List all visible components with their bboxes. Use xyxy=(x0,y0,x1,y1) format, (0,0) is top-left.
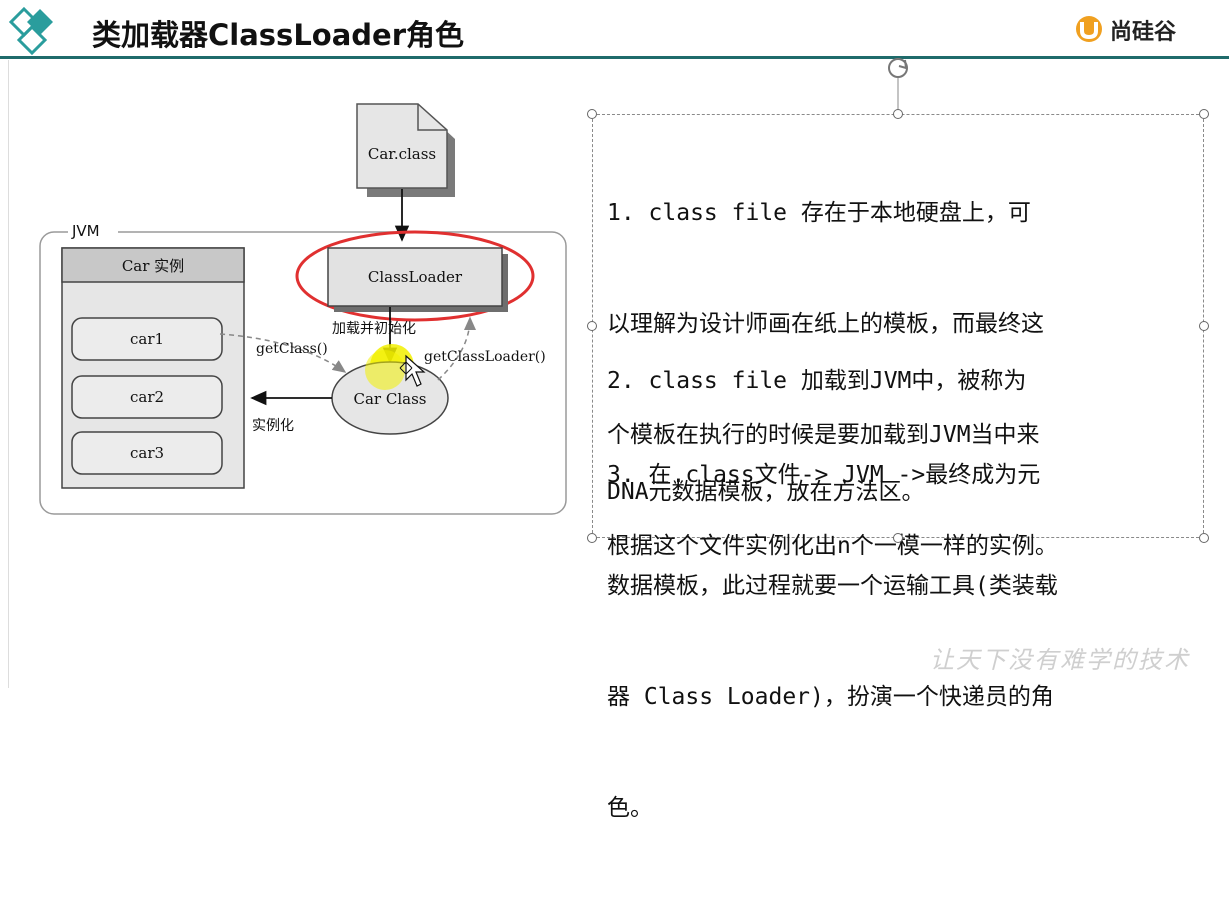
instantiate-label: 实例化 xyxy=(252,418,294,434)
resize-handle-top[interactable] xyxy=(893,109,903,119)
paragraph-2: 2. class file 加载到JVM中，被称为 DNA元数据模板，放在方法区… xyxy=(607,289,1197,585)
resize-handle-bottom[interactable] xyxy=(893,533,903,543)
instance-item: car3 xyxy=(71,431,223,475)
resize-handle-bottom-right[interactable] xyxy=(1199,533,1209,543)
instance-label: car1 xyxy=(130,330,164,348)
watermark: 让天下没有难学的技术 xyxy=(930,646,1190,674)
getclass-label: getClass() xyxy=(256,341,328,357)
getclass-arrow xyxy=(219,333,347,373)
instance-label: car2 xyxy=(130,388,164,406)
getclassloader-arrow xyxy=(437,316,476,381)
car-class-file: Car.class xyxy=(356,103,455,197)
instance-label: car3 xyxy=(130,444,164,462)
p1-line: 个模板在执行的时候是要加载到JVM当中来 xyxy=(607,422,1040,448)
paragraph-1: 1. class file 存在于本地硬盘上，可 以理解为设计师画在纸上的模板，… xyxy=(607,121,1197,639)
resize-handle-left[interactable] xyxy=(587,321,597,331)
header-divider xyxy=(0,56,1229,59)
resize-handle-top-left[interactable] xyxy=(587,109,597,119)
getclassloader-label: getClassLoader() xyxy=(424,349,546,365)
p1-line: 1. class file 存在于本地硬盘上，可 xyxy=(607,200,1031,226)
page-title: 类加载器ClassLoader角色 xyxy=(92,18,465,52)
load-label: 加载并初始化 xyxy=(332,320,416,337)
brand-name: 尚硅谷 xyxy=(1110,20,1177,45)
resize-handle-top-right[interactable] xyxy=(1199,109,1209,119)
p2-line: 2. class file 加载到JVM中，被称为 xyxy=(607,368,1027,394)
p3-line: 色。 xyxy=(607,795,653,821)
resize-handle-bottom-left[interactable] xyxy=(587,533,597,543)
classloader-label: ClassLoader xyxy=(368,268,463,286)
p3-line: 数据模板，此过程就要一个运输工具(类装载 xyxy=(607,573,1058,599)
instance-item: car1 xyxy=(71,317,223,361)
p3-line: 3. 在.class文件-> JVM ->最终成为元 xyxy=(607,462,1041,488)
brand-logo-icon xyxy=(1076,16,1102,42)
file-label: Car.class xyxy=(368,145,436,163)
text-box[interactable]: 1. class file 存在于本地硬盘上，可 以理解为设计师画在纸上的模板，… xyxy=(592,114,1204,821)
diamond-logo-icon xyxy=(8,6,53,56)
classloader-highlight xyxy=(295,230,535,322)
jvm-container: JVM xyxy=(39,222,567,515)
carclass-label: Car Class xyxy=(354,390,427,408)
rotate-handle-icon[interactable] xyxy=(888,58,908,110)
p3-line: 器 Class Loader)，扮演一个快递员的角 xyxy=(607,684,1054,710)
instance-box-title: Car 实例 xyxy=(122,257,184,275)
classloader-box: ClassLoader xyxy=(327,247,508,312)
move-cursor-icon xyxy=(399,354,426,387)
slide-header: 类加载器ClassLoader角色 尚硅谷 xyxy=(0,0,1229,60)
jvm-label: JVM xyxy=(71,222,100,240)
p2-line: DNA元数据模板，放在方法区。 xyxy=(607,479,925,505)
classloader-diagram: Car.class JVM Car 实例 car1 car2 car3 ClassL… xyxy=(39,58,908,515)
p1-line: 根据这个文件实例化出n个一模一样的实例。 xyxy=(607,533,1058,559)
instance-item: car2 xyxy=(71,375,223,419)
p1-line: 以理解为设计师画在纸上的模板，而最终这 xyxy=(607,311,1044,337)
resize-handle-right[interactable] xyxy=(1199,321,1209,331)
